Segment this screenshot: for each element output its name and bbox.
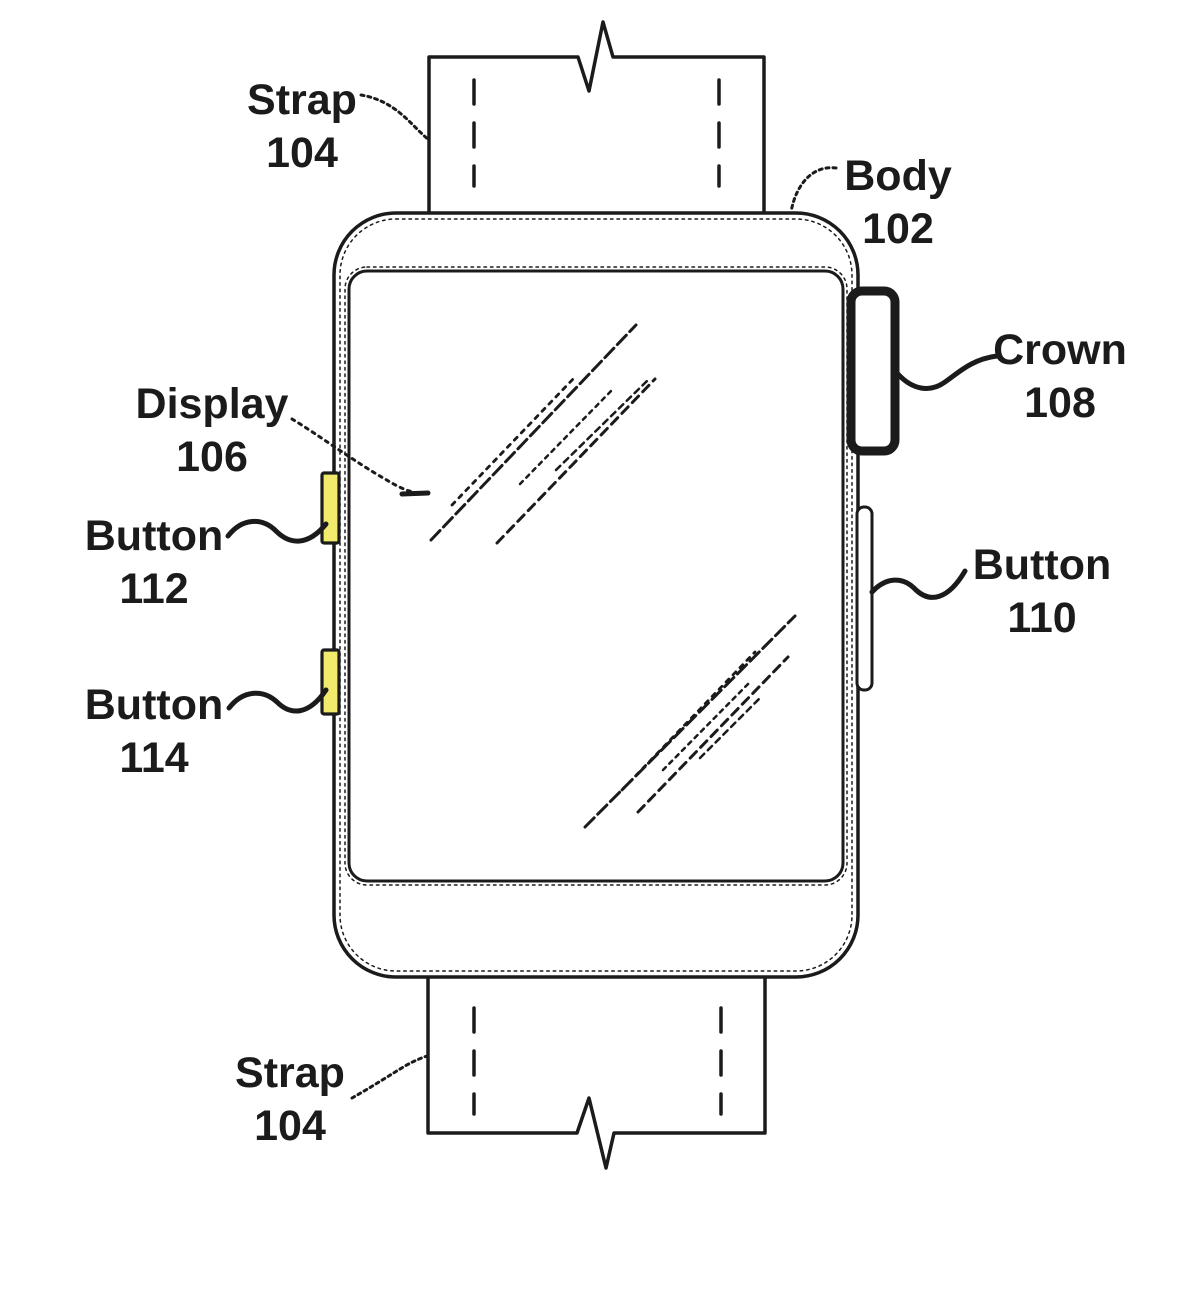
label-body-name: Body [844, 152, 952, 200]
label-button-114-ref: 114 [119, 734, 189, 782]
line-art-group [225, 20, 1000, 1170]
label-display-ref: 106 [176, 433, 248, 481]
label-display: Display 106 [132, 378, 292, 484]
leader-strap-bottom [350, 1054, 429, 1100]
label-strap-bottom-name: Strap [235, 1049, 345, 1097]
label-strap-bottom: Strap 104 [212, 1047, 368, 1153]
button-112-shape [320, 471, 341, 545]
display-hatch-line [344, 266, 848, 886]
display-reflection-stroke [495, 377, 657, 545]
crown-shape [846, 286, 900, 456]
display-reflection-stroke [661, 680, 752, 772]
label-strap-top-ref: 104 [266, 129, 338, 177]
display-reflection-stroke [698, 694, 764, 760]
display-reflection-stroke [583, 614, 797, 829]
leader-crown [894, 353, 1000, 391]
label-button-112-ref: 112 [119, 565, 189, 613]
button-114-shape [320, 648, 341, 716]
label-crown-ref: 108 [1024, 379, 1096, 427]
label-crown-name: Crown [993, 326, 1127, 374]
label-button-110-ref: 110 [1007, 594, 1077, 642]
display-outline [347, 269, 845, 883]
label-display-name: Display [135, 380, 289, 428]
display-reflection-stroke [636, 655, 790, 814]
button-110-shape [855, 505, 874, 692]
leader-strap-top [359, 93, 431, 142]
strap-top-outline [427, 20, 766, 216]
display-reflection-stroke [554, 378, 650, 472]
label-strap-bottom-ref: 104 [254, 1102, 326, 1150]
label-body-ref: 102 [862, 205, 934, 253]
leader-display-tick [399, 490, 431, 497]
label-button-110-name: Button [972, 541, 1112, 589]
label-crown: Crown 108 [982, 324, 1138, 430]
leader-display [290, 417, 415, 494]
leader-button-110 [869, 568, 968, 600]
label-strap-top-name: Strap [247, 76, 357, 124]
leader-button-112 [225, 519, 329, 544]
display-reflection-stroke [518, 388, 614, 486]
label-body: Body 102 [820, 150, 976, 256]
label-button-114-name: Button [84, 681, 224, 729]
label-button-110: Button 110 [962, 539, 1122, 645]
label-button-112: Button 112 [76, 510, 232, 616]
display-reflection-stroke [429, 323, 638, 542]
strap-bottom-outline [426, 976, 767, 1170]
label-button-114: Button 114 [76, 679, 232, 785]
label-button-112-name: Button [84, 512, 224, 560]
label-strap-top: Strap 104 [224, 74, 380, 180]
display-reflection-stroke [450, 375, 577, 507]
watch-body-hatch-line [339, 218, 853, 972]
leader-button-114 [226, 687, 329, 714]
display-reflection-stroke [620, 650, 757, 792]
leader-body [789, 166, 838, 214]
